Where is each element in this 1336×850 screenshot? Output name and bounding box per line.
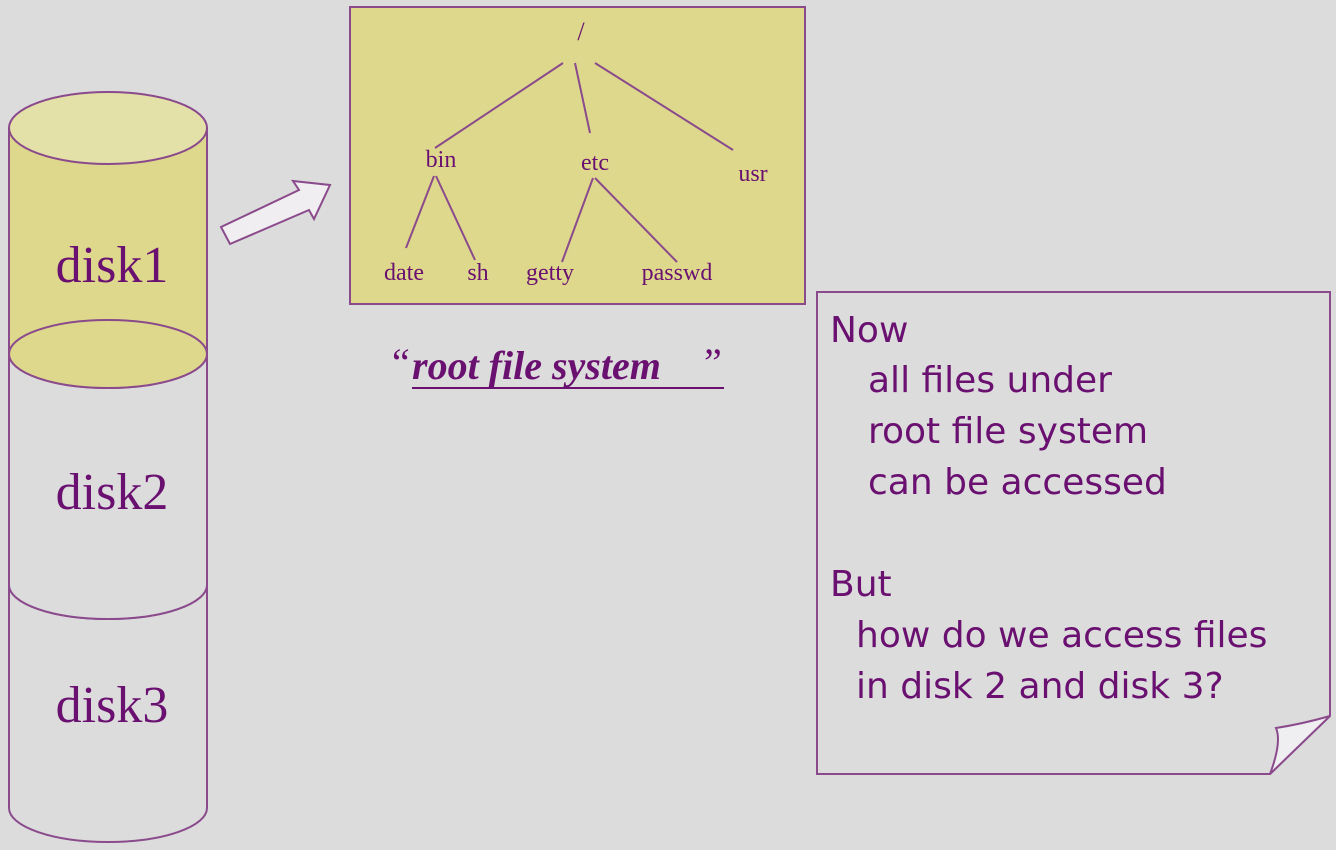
folded-corner-icon (1269, 715, 1331, 775)
tree-edges (405, 62, 734, 263)
tree-node-date: date (384, 260, 424, 286)
note-line-1: Now (830, 310, 908, 351)
disk1-label: disk1 (56, 237, 169, 294)
caption-text: root file system (412, 343, 661, 388)
tree-node-getty: getty (526, 260, 574, 286)
note-line-5: But (830, 564, 892, 605)
tree-node-root: / (577, 17, 585, 46)
note-line-4: can be accessed (868, 462, 1167, 503)
tree-node-etc: etc (581, 150, 609, 176)
tree-node-bin: bin (426, 147, 457, 173)
tree-node-usr: usr (738, 161, 767, 187)
disk2-cylinder (8, 355, 208, 620)
note-line-6: how do we access files (856, 615, 1267, 656)
disk1-cylinder (8, 91, 208, 389)
caption-close-quote: ” (704, 340, 722, 385)
disk-stack: disk1 disk2 disk3 (8, 91, 208, 843)
root-file-system-caption: “ root file system ” (392, 340, 724, 389)
tree-box (349, 6, 806, 305)
caption-open-quote: “ (392, 340, 410, 385)
disk3-label: disk3 (56, 677, 169, 734)
note-line-2: all files under (868, 360, 1112, 401)
arrow-icon (219, 179, 332, 246)
tree-node-passwd: passwd (642, 260, 713, 286)
note-line-3: root file system (868, 411, 1148, 452)
disk2-label: disk2 (56, 464, 169, 521)
note-box: Now all files under root file system can… (816, 291, 1331, 775)
note-line-7: in disk 2 and disk 3? (856, 666, 1224, 707)
tree-node-sh: sh (467, 260, 488, 286)
root-file-system-tree: / bin etc usr date sh getty passwd (349, 6, 806, 305)
